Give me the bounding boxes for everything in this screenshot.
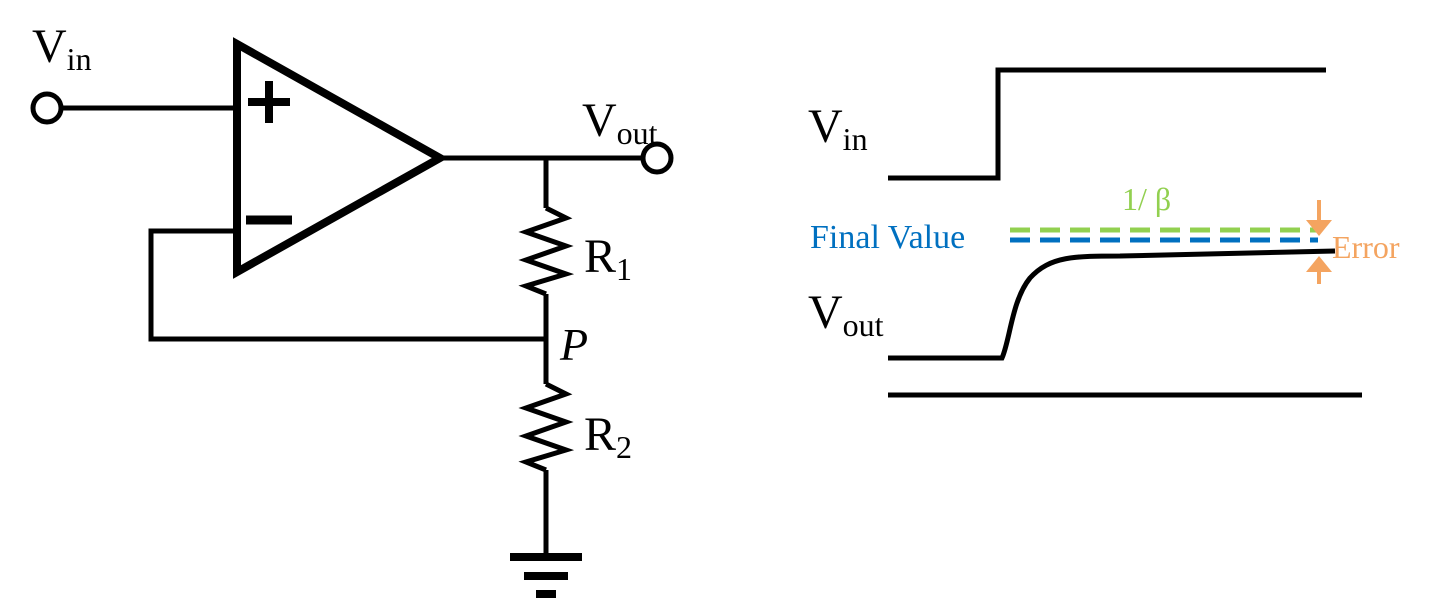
input-terminal (30, 91, 64, 125)
waveform-vin-label: Vin (808, 100, 868, 157)
final-value-label: Final Value (810, 219, 965, 256)
beta-label: 1/ β (1122, 181, 1171, 217)
opamp-triangle (233, 37, 449, 279)
circuit-vin-label: Vin (32, 20, 92, 77)
r1-resistor (518, 205, 575, 297)
error-arrows-icon (1306, 200, 1332, 284)
r1-label: R1 (584, 230, 632, 287)
node-p-label: P (559, 319, 588, 370)
waveform-diagram: Vin 1/ β Final Value Vout Error (808, 67, 1400, 398)
ground-icon (510, 553, 582, 598)
circuit-schematic: Vin Vout R1 P R2 (30, 20, 674, 598)
output-terminal (640, 141, 674, 175)
error-label: Error (1332, 229, 1400, 265)
r2-label: R2 (584, 408, 632, 465)
r2-resistor (518, 381, 575, 473)
waveform-vout-label: Vout (808, 286, 884, 343)
opamp-plus-sign (248, 81, 290, 123)
feedback-wire (148, 228, 546, 342)
circuit-vout-label: Vout (582, 94, 658, 151)
vin-step-waveform (888, 67, 1326, 181)
vout-response-waveform (888, 248, 1336, 361)
